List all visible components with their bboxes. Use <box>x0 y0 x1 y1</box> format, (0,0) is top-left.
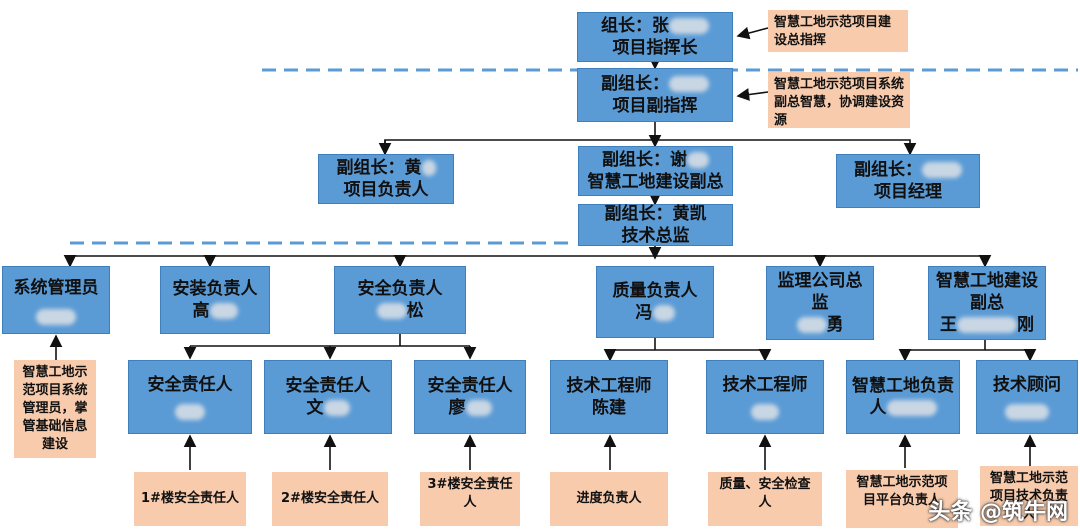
quality-head-line1: 质量负责人 <box>612 281 698 301</box>
safety1-line1: 安全责任人 <box>147 375 233 395</box>
redacted-mark <box>957 317 1017 333</box>
vice-box: 副组长： 项目副指挥 <box>577 68 733 122</box>
safety2-line1: 安全责任人 <box>285 376 371 396</box>
smart-vp-box: 智慧工地建设 副总 王 刚 <box>928 266 1046 340</box>
note-progress: 进度负责人 <box>550 472 668 526</box>
vice-mid-line2: 智慧工地建设副总 <box>587 172 724 192</box>
safety3-line2: 廖 <box>448 398 466 418</box>
engineer1-line1: 技术工程师 <box>566 376 652 396</box>
safety1-box: 安全责任人 <box>128 360 252 434</box>
engineer1-line2: 陈建 <box>592 398 626 418</box>
note-b1-text: 1#楼安全责任人 <box>141 491 239 506</box>
redacted-mark <box>175 404 205 420</box>
vice-left-line2: 项目负责人 <box>343 180 429 200</box>
engineer1-box: 技术工程师 陈建 <box>550 360 668 434</box>
leader-box: 组长：张 项目指挥长 <box>577 12 733 62</box>
safety-head-line1: 安全负责人 <box>357 279 443 299</box>
sys-admin-line1: 系统管理员 <box>13 278 99 298</box>
note-quality-text: 质量、安全检查人 <box>719 477 811 510</box>
redacted-mark <box>886 400 937 416</box>
note-consult: 智慧工地示范项目技术负责人 <box>980 466 1078 526</box>
supervision-line2: 监 <box>811 293 829 313</box>
leader-line2: 项目指挥长 <box>612 38 698 58</box>
note-vice: 智慧工地示范项目系统副总智慧，协调建设资源 <box>768 72 910 128</box>
install-line1: 安装负责人 <box>172 279 258 299</box>
vice-line2: 项目副指挥 <box>612 96 698 116</box>
sys-admin-box: 系统管理员 <box>2 266 110 334</box>
safety-head-line2: 松 <box>406 301 424 321</box>
tech-director-line1: 副组长：黄凯 <box>604 204 707 224</box>
smart-vp-line2: 副总 <box>970 293 1004 313</box>
redacted-mark <box>376 303 407 319</box>
note-platform-text: 智慧工地示范项目平台负责人 <box>856 475 948 508</box>
quality-head-box: 质量负责人 冯 <box>596 266 714 338</box>
smart-vp-line4: 刚 <box>1017 315 1034 335</box>
vice-mid-line1: 副组长：谢 <box>602 150 687 170</box>
vice-left-line1: 副组长：黄 <box>336 158 422 178</box>
redacted-mark <box>1005 404 1049 420</box>
note-sysadmin: 智慧工地示范项目系统管理员，掌管基础信息建设 <box>14 360 96 458</box>
redacted-mark <box>687 152 709 168</box>
vice-left-box: 副组长：黄 项目负责人 <box>318 154 454 204</box>
redacted-mark <box>751 404 779 420</box>
redacted-mark <box>669 18 709 34</box>
note-b1: 1#楼安全责任人 <box>134 472 246 526</box>
note-b3: 3#楼安全责任人 <box>420 472 520 526</box>
consultant-line1: 技术顾问 <box>993 375 1061 395</box>
vice-right-line1: 副组长： <box>854 160 922 180</box>
safety2-box: 安全责任人 文 <box>264 360 392 434</box>
supervision-box: 监理公司总 监 勇 <box>766 266 874 340</box>
note-progress-text: 进度负责人 <box>576 491 642 506</box>
redacted-mark <box>209 303 238 319</box>
vice-mid-box: 副组长：谢 智慧工地建设副总 <box>578 146 733 196</box>
engineer2-line1: 技术工程师 <box>722 375 808 395</box>
note-leader-text: 智慧工地示范项目建设总指挥 <box>774 15 892 48</box>
smart-head-box: 智慧工地负责 人 <box>846 360 960 434</box>
vice-right-box: 副组长： 项目经理 <box>836 154 980 208</box>
redacted-mark <box>323 400 350 416</box>
redacted-mark <box>465 400 492 416</box>
redacted-mark <box>421 160 436 176</box>
vice-line1: 副组长： <box>601 74 669 94</box>
redacted-mark <box>36 309 76 325</box>
safety3-line1: 安全责任人 <box>427 376 513 396</box>
consultant-box: 技术顾问 <box>976 360 1078 434</box>
note-vice-text: 智慧工地示范项目系统副总智慧，协调建设资源 <box>774 77 905 128</box>
note-b2-text: 2#楼安全责任人 <box>281 491 379 506</box>
supervision-line1: 监理公司总 <box>777 271 863 291</box>
note-consult-text: 智慧工地示范项目技术负责人 <box>989 471 1068 522</box>
supervision-line3: 勇 <box>826 315 844 335</box>
quality-head-line2: 冯 <box>635 303 653 323</box>
safety3-box: 安全责任人 廖 <box>414 360 526 434</box>
tech-director-line2: 技术总监 <box>621 226 690 246</box>
note-b3-text: 3#楼安全责任人 <box>427 477 513 510</box>
leader-line1: 组长：张 <box>601 16 669 36</box>
watermark: 头条 @筑牛网 <box>928 500 1068 525</box>
note-sysadmin-text: 智慧工地示范项目系统管理员，掌管基础信息建设 <box>22 365 88 452</box>
note-leader: 智慧工地示范项目建设总指挥 <box>768 10 908 52</box>
redacted-mark <box>669 76 709 92</box>
safety-head-box: 安全负责人 松 <box>334 266 466 334</box>
smart-head-line1: 智慧工地负责 <box>852 376 954 396</box>
redacted-mark <box>652 305 675 321</box>
vice-right-line2: 项目经理 <box>874 182 942 202</box>
install-box: 安装负责人 高 <box>160 266 270 334</box>
smart-vp-line3: 王 <box>940 315 957 335</box>
smart-head-line2: 人 <box>869 398 887 418</box>
note-platform: 智慧工地示范项目平台负责人 <box>846 470 958 528</box>
safety2-line2: 文 <box>306 398 324 418</box>
note-quality: 质量、安全检查人 <box>708 472 822 526</box>
engineer2-box: 技术工程师 <box>706 360 824 434</box>
smart-vp-line1: 智慧工地建设 <box>936 271 1038 291</box>
note-b2: 2#楼安全责任人 <box>272 472 388 526</box>
redacted-mark <box>796 317 827 333</box>
redacted-mark <box>922 162 962 178</box>
install-line2: 高 <box>192 301 210 321</box>
tech-director-box: 副组长：黄凯 技术总监 <box>578 204 733 246</box>
